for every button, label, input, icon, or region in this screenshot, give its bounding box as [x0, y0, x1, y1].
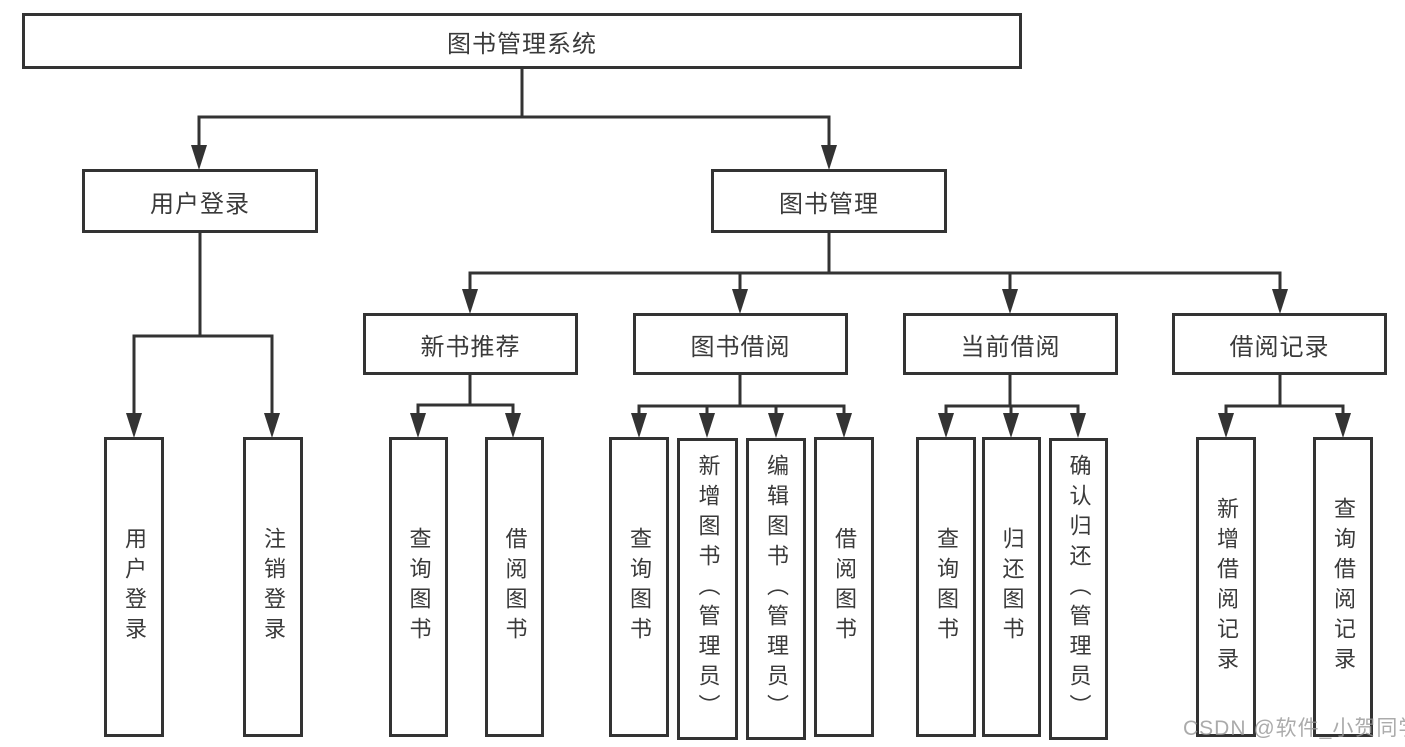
- node-user-login: 用户登录: [82, 169, 318, 233]
- leaf-user-login: 用户登录: [104, 437, 164, 737]
- leaf-edit-books-admin: 编辑图书（管理员）: [746, 438, 806, 740]
- csdn-watermark: CSDN @软件_小贺同学: [1183, 717, 1405, 740]
- leaf-add-borrow-record: 新增借阅记录: [1196, 437, 1256, 737]
- node-current-borrow: 当前借阅: [903, 313, 1118, 375]
- leaf-query-books-borrow: 查询图书: [609, 437, 669, 737]
- arrowhead-icons: [126, 145, 1351, 438]
- node-root-library-system: 图书管理系统: [22, 13, 1022, 69]
- leaf-borrow-books: 借阅图书: [814, 437, 874, 737]
- node-new-book-recommend: 新书推荐: [363, 313, 578, 375]
- leaf-query-borrow-record: 查询借阅记录: [1313, 437, 1373, 737]
- leaf-add-books-admin: 新增图书（管理员）: [677, 438, 738, 740]
- leaf-return-books: 归还图书: [982, 437, 1041, 737]
- leaf-confirm-return-admin: 确认归还（管理员）: [1049, 438, 1108, 740]
- leaf-query-books-recommend: 查询图书: [389, 437, 448, 737]
- leaf-query-books-current: 查询图书: [916, 437, 976, 737]
- node-book-borrow: 图书借阅: [633, 313, 848, 375]
- node-book-management: 图书管理: [711, 169, 947, 233]
- leaf-borrow-books-recommend: 借阅图书: [485, 437, 544, 737]
- node-borrow-records: 借阅记录: [1172, 313, 1387, 375]
- leaf-logout: 注销登录: [243, 437, 303, 737]
